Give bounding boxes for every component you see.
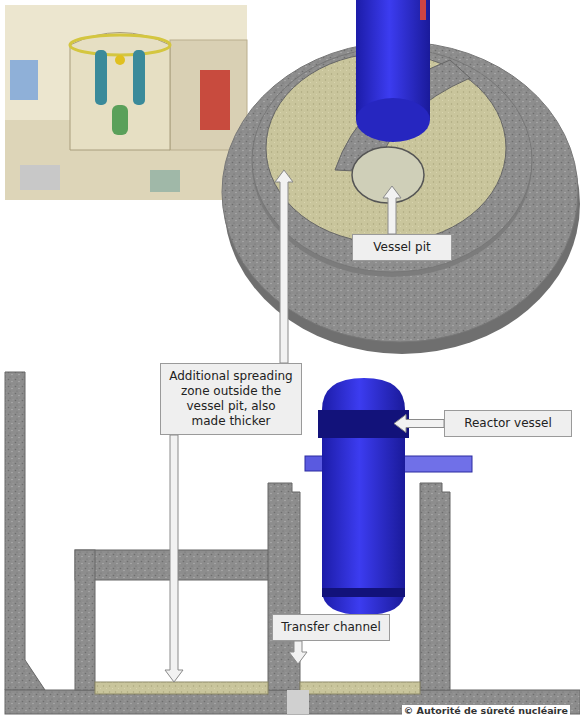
callout-box: Reactor vessel [444,410,572,437]
callout-box: Vessel pit [352,234,452,261]
callout-text: Additional spreading zone outside the ve… [169,369,293,429]
plant-cutaway [5,5,247,200]
callout-text: Reactor vessel [453,416,563,431]
callout-text: Vessel pit [361,240,443,255]
vessel-pit-top-view [222,0,580,354]
copyright-note: © Autorité de sûreté nucléaire [402,705,570,716]
leader-arrow [383,186,401,234]
leader-arrow [394,415,444,433]
callout-box: Additional spreading zone outside the ve… [160,363,302,435]
leader-arrow [275,170,293,363]
callout-text: Transfer channel [281,620,381,635]
leader-arrow [165,435,183,682]
callout-box: Transfer channel [272,614,390,641]
leader-arrow [289,641,307,664]
